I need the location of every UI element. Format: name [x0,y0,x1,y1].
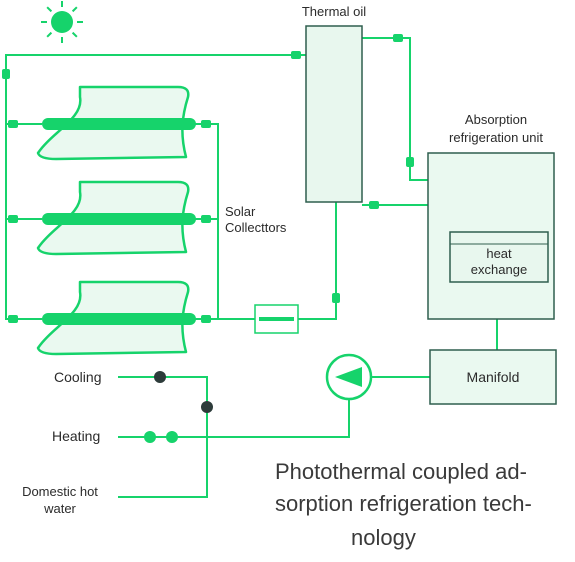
valve-icon [2,69,10,79]
heat-label-line2: exchange [471,262,527,277]
valve-icon [369,201,379,209]
cooling-node [154,371,166,383]
filter-icon [254,304,299,334]
solar-collector-icon [36,85,196,161]
thermal-oil-label: Thermal oil [302,4,366,19]
valve-icon [201,315,211,323]
absorption-label-line1: Absorption [465,112,527,127]
heat-exchange-box [449,231,549,283]
solar-collectors-group [36,85,196,356]
junction-node [201,401,213,413]
solar-label-line2: Collecttors [225,220,287,235]
cooling-label: Cooling [54,369,101,385]
valve-icon [8,315,18,323]
collector-tube [42,118,196,130]
sun-ray [46,6,53,13]
pump-icon [325,353,373,401]
domestic-label-line1: Domestic hot [22,484,98,499]
valve-icon [201,215,211,223]
pipe-top-supply [5,54,306,320]
solar-collector-icon [36,280,196,356]
valve-icon [8,120,18,128]
valve-icon [393,34,403,42]
manifold-label: Manifold [467,369,520,385]
heating-node-2 [166,431,178,443]
pipe-pump-to-heating [118,400,350,438]
caption-line1: Photothermal coupled ad- [275,459,527,484]
valve-icon [406,157,414,167]
caption-line3: nology [351,525,416,550]
solar-label-line1: Solar [225,204,256,219]
pipe-filter-to-oil [298,200,337,320]
sun-ray [71,31,78,38]
absorption-label-line2: refrigeration unit [449,130,543,145]
sun-ray [71,6,78,13]
caption-line2: sorption refrigeration tech- [275,491,532,516]
valve-icon [332,293,340,303]
solar-collector-icon [36,180,196,256]
heating-node-1 [144,431,156,443]
sun-ray [46,31,53,38]
valves-group [2,34,414,323]
nodes-group [144,371,213,443]
thermal-oil-tank [305,25,363,203]
heat-label-line1: heat [486,246,512,261]
heating-label: Heating [52,428,100,444]
valve-icon [201,120,211,128]
domestic-label-line2: water [43,501,76,516]
collector-tube [42,213,196,225]
valve-icon [291,51,301,59]
manifold-box [429,349,557,405]
collector-tube [42,313,196,325]
valve-icon [8,215,18,223]
sun-icon [41,1,83,43]
